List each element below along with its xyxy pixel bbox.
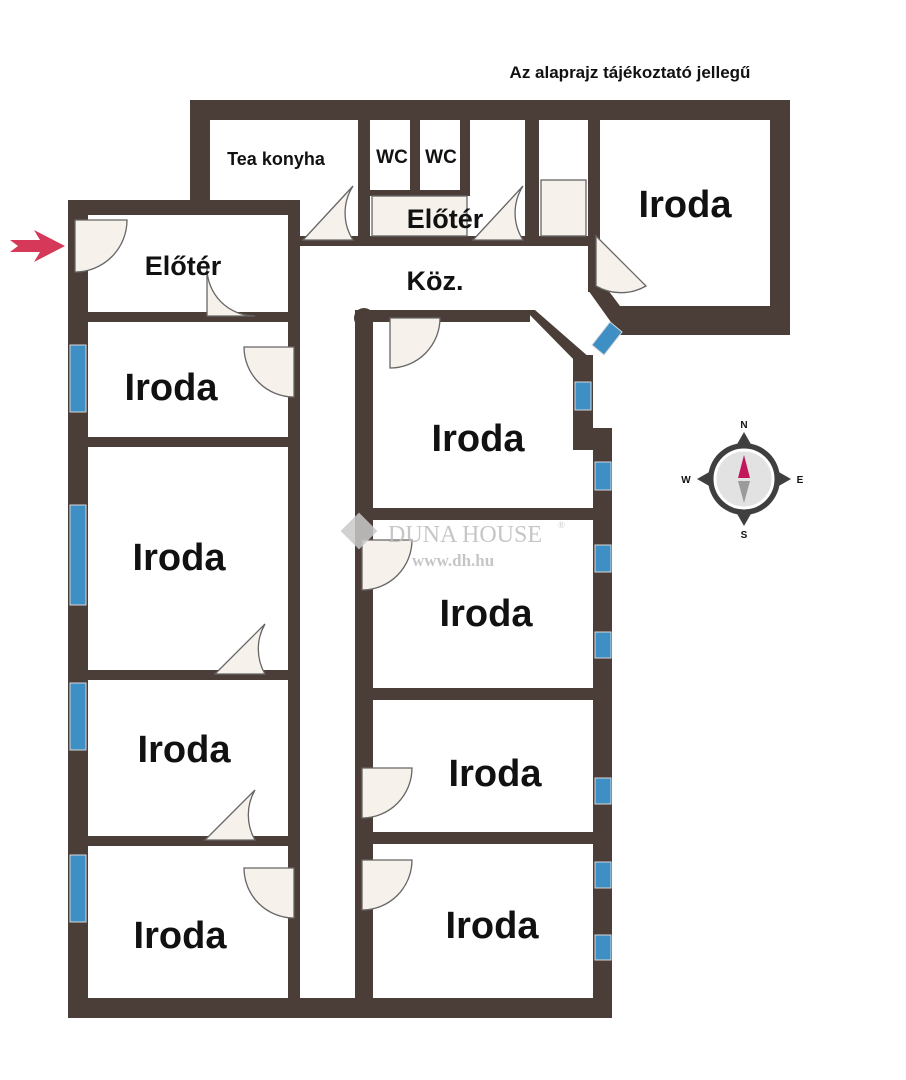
wall-segment <box>355 310 530 322</box>
wall-segment <box>525 120 539 236</box>
disclaimer-text: Az alaprajz tájékoztató jellegű <box>510 63 751 82</box>
window <box>594 544 612 573</box>
label-wc-1: WC <box>376 147 408 168</box>
doors <box>74 179 648 919</box>
window <box>594 934 612 961</box>
window <box>574 381 592 411</box>
wall-segment <box>588 282 632 332</box>
compass-west: W <box>681 475 691 486</box>
door-swing <box>213 623 267 675</box>
label-office-right-1: Iroda <box>432 418 526 460</box>
label-office-right-4: Iroda <box>446 905 540 947</box>
window <box>69 854 87 923</box>
door-swing <box>206 267 256 317</box>
wall-segment <box>300 236 600 246</box>
wall-segment <box>373 508 595 520</box>
wall-segment <box>88 836 300 846</box>
label-office-left-4: Iroda <box>134 915 228 957</box>
compass-part <box>738 481 750 503</box>
wall-segment <box>288 200 300 998</box>
compass-icon: N S W E <box>681 420 803 541</box>
door-swing <box>361 539 413 591</box>
compass-north: N <box>740 420 747 431</box>
wall-segment <box>593 428 612 1018</box>
door-swing <box>540 179 587 237</box>
wall-segment <box>68 998 612 1018</box>
windows <box>69 321 623 961</box>
label-office-right-3: Iroda <box>449 753 543 795</box>
wall-segment <box>460 120 470 195</box>
wall-segment <box>88 312 300 322</box>
wall-segment <box>68 200 300 215</box>
label-tea-kitchen: Tea konyha <box>227 149 326 169</box>
window <box>591 321 623 356</box>
window <box>594 777 612 805</box>
compass-part <box>713 448 775 510</box>
window <box>69 682 87 751</box>
door-swing <box>301 185 355 241</box>
wall-segment <box>770 100 790 335</box>
wall-segment <box>88 670 300 680</box>
entrance-door <box>74 219 128 273</box>
wall-segment <box>190 100 210 215</box>
watermark-brand: DUNA HOUSE <box>388 522 542 548</box>
wall-segment <box>525 310 590 366</box>
door-swing <box>361 767 413 819</box>
door-swing <box>389 317 441 369</box>
window <box>594 461 612 491</box>
compass-part <box>736 512 752 526</box>
room-labels: Az alaprajz tájékoztató jellegű Tea kony… <box>125 63 751 957</box>
watermark-reg: ® <box>558 520 565 530</box>
window <box>69 504 87 606</box>
window <box>594 861 612 889</box>
compass-part <box>777 471 791 487</box>
wall-segment <box>358 120 370 236</box>
compass-part <box>736 432 752 446</box>
label-office-left-2: Iroda <box>133 537 227 579</box>
compass-south: S <box>741 530 748 541</box>
watermark-url: www.dh.hu <box>412 551 494 570</box>
compass-east: E <box>797 475 804 486</box>
wall-segment <box>370 190 470 196</box>
door-swing <box>243 867 295 919</box>
door-swing <box>371 195 468 237</box>
window <box>69 344 87 413</box>
label-wc-2: WC <box>425 147 457 168</box>
door-swing <box>595 234 648 294</box>
door-swing <box>203 789 257 841</box>
wall-segment <box>410 120 420 195</box>
label-office-left-1: Iroda <box>125 367 219 409</box>
wall-segment <box>620 306 790 335</box>
wall-segment <box>373 688 595 700</box>
label-office-left-3: Iroda <box>138 729 232 771</box>
door-swing <box>243 346 295 398</box>
door-swing <box>471 185 525 241</box>
wall-segment <box>190 100 790 120</box>
door-swing <box>361 859 413 911</box>
label-entrance-hall: Előtér <box>145 251 222 281</box>
wall-segment <box>373 832 595 844</box>
window <box>594 631 612 659</box>
entrance-arrow-icon <box>10 230 65 262</box>
compass-part <box>738 455 750 478</box>
wall-segment <box>88 437 300 447</box>
compass-part <box>340 512 378 550</box>
wall-segment <box>355 310 373 998</box>
label-upper-hall: Előtér <box>407 204 484 234</box>
label-office-right-2: Iroda <box>440 593 534 635</box>
watermark: DUNA HOUSE ® www.dh.hu <box>340 512 565 570</box>
label-office-top-right: Iroda <box>639 184 733 226</box>
label-corridor: Köz. <box>407 266 464 296</box>
compass-part <box>697 471 711 487</box>
